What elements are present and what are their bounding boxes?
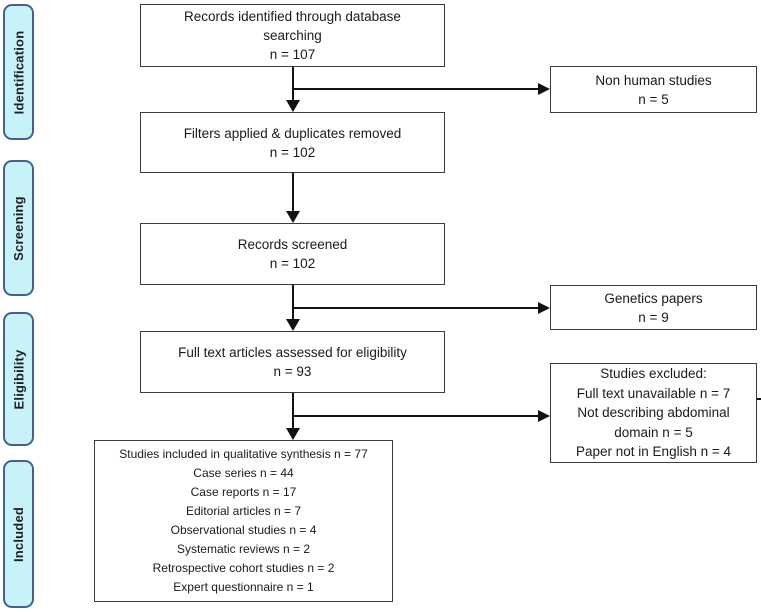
box-line: Editorial articles n = 7 (185, 504, 302, 518)
box-fulltext-assessed: Full text articles assessed for eligibil… (140, 331, 445, 393)
box-line: n = 107 (269, 47, 316, 62)
box-line: Filters applied & duplicates removed (183, 125, 402, 141)
box-line: searching (263, 28, 322, 43)
box-line: Genetics papers (604, 290, 703, 306)
box-records-identified: Records identified through database sear… (140, 4, 445, 67)
box-line: Not describing abdominal (577, 405, 730, 421)
box-filters-applied: Filters applied & duplicates removed n =… (140, 112, 445, 173)
stage-label: Screening (11, 195, 26, 261)
box-records-screened: Records screened n = 102 (140, 223, 445, 285)
box-line: n = 102 (269, 256, 316, 271)
stage-label: Identification (11, 30, 27, 114)
stage-label: Eligibility (11, 349, 27, 409)
arrow-identified-to-filters (286, 67, 300, 112)
box-line: Case reports n = 17 (190, 485, 297, 499)
box-studies-excluded: Studies excluded: Full text unavailable … (550, 363, 757, 463)
arrow-branch-excluded (293, 410, 550, 422)
box-line: Systematic reviews n = 2 (176, 542, 311, 556)
sidebar-stage-included: Included (3, 460, 34, 608)
arrow-filters-to-screened (286, 173, 300, 223)
arrow-branch-non-human (293, 83, 550, 95)
box-line: n = 102 (269, 144, 316, 160)
box-line: Expert questionnaire n = 1 (173, 580, 314, 594)
box-line: Studies excluded: (600, 366, 707, 382)
stage-label: Included (11, 506, 26, 562)
box-line: domain n = 5 (614, 424, 693, 440)
sidebar-stage-eligibility: Eligibility (3, 312, 34, 446)
box-line: Records identified through database (184, 9, 401, 24)
box-line: n = 93 (273, 364, 312, 379)
box-line: Full text unavailable n = 7 (576, 385, 731, 401)
box-line: Retrospective cohort studies n = 2 (152, 561, 335, 575)
box-line: Case series n = 44 (193, 466, 294, 480)
arrow-fulltext-to-included (286, 393, 300, 440)
box-line: Records screened (237, 237, 348, 252)
box-genetics-papers: Genetics papers n = 9 (550, 285, 757, 330)
box-line: Paper not in English n = 4 (576, 444, 731, 460)
box-line: Observational studies n = 4 (170, 523, 317, 537)
box-line: Studies included in qualitative synthesi… (119, 447, 368, 461)
box-studies-included: Studies included in qualitative synthesi… (94, 440, 393, 602)
box-line: n = 9 (638, 309, 669, 325)
box-line: n = 5 (638, 91, 669, 107)
box-line: Non human studies (595, 72, 712, 88)
box-line: Full text articles assessed for eligibil… (178, 345, 407, 360)
arrow-branch-genetics (293, 302, 550, 314)
sidebar-stage-screening: Screening (3, 160, 34, 296)
box-non-human-studies: Non human studies n = 5 (550, 66, 757, 113)
sidebar-stage-identification: Identification (3, 4, 34, 140)
arrow-screened-to-fulltext (286, 285, 300, 331)
